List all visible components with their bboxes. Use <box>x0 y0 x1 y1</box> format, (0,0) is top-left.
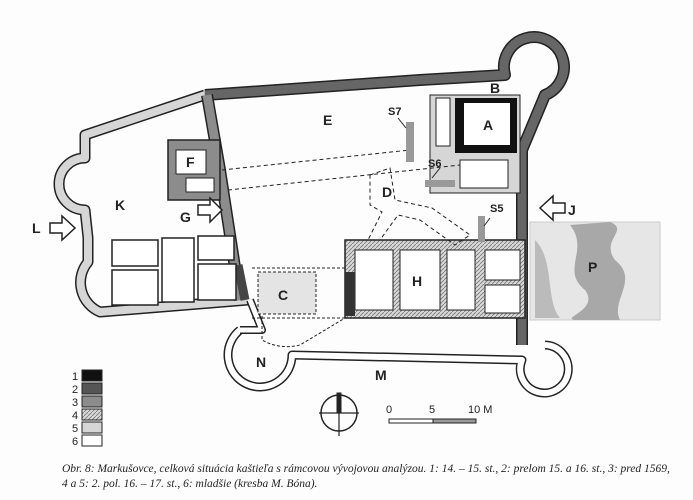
strip-s7 <box>406 122 414 162</box>
label-f: F <box>186 154 195 170</box>
rooms-k <box>111 235 237 306</box>
dashed-outlines <box>221 149 471 246</box>
label-s7: S7 <box>388 106 401 118</box>
scale-bar: 0 5 10 M <box>386 404 492 424</box>
label-h: H <box>412 273 422 289</box>
legend-item-6: 6 <box>72 434 103 448</box>
scale-tick-10: 10 M <box>468 404 492 416</box>
label-k: K <box>115 197 125 213</box>
legend-item-2: 2 <box>72 382 103 396</box>
figure-caption: Obr. 8: Markušovce, celková situácia kaš… <box>62 463 670 490</box>
label-c: C <box>278 287 288 303</box>
arrow-j-icon <box>538 194 566 222</box>
label-j: J <box>568 202 576 218</box>
pointer-lines <box>397 117 491 227</box>
label-d: D <box>382 184 392 200</box>
label-l: L <box>32 220 41 236</box>
svg-text:4: 4 <box>72 410 78 422</box>
building-h <box>344 239 526 319</box>
north-arrow-icon <box>319 392 359 436</box>
arrow-g-icon <box>197 196 224 224</box>
svg-text:1: 1 <box>72 371 78 383</box>
legend-item-3: 3 <box>72 395 103 409</box>
svg-text:3: 3 <box>72 397 78 409</box>
building-f <box>167 139 221 201</box>
court-c <box>252 267 346 348</box>
arrows <box>49 194 566 242</box>
strip-s5 <box>478 216 485 242</box>
label-m: M <box>375 367 387 383</box>
label-g: G <box>180 209 191 225</box>
svg-text:6: 6 <box>72 436 78 448</box>
scale-tick-5: 5 <box>429 404 435 416</box>
building-a <box>429 94 521 194</box>
legend-item-1: 1 <box>72 369 103 383</box>
label-a: A <box>483 117 493 133</box>
legend: 1 2 3 4 5 6 <box>72 369 103 448</box>
label-n: N <box>256 354 266 370</box>
label-e: E <box>323 112 332 128</box>
scale-tick-0: 0 <box>386 404 392 416</box>
svg-text:2: 2 <box>72 384 78 396</box>
strip-s6 <box>425 180 455 187</box>
label-b: B <box>490 80 500 96</box>
legend-item-4: 4 <box>72 408 103 422</box>
label-s6: S6 <box>428 158 441 170</box>
arrow-l-icon <box>49 214 77 242</box>
svg-text:5: 5 <box>72 423 78 435</box>
label-s5: S5 <box>490 203 503 215</box>
area-p <box>529 221 661 321</box>
label-p: P <box>588 259 597 275</box>
legend-item-5: 5 <box>72 421 103 435</box>
